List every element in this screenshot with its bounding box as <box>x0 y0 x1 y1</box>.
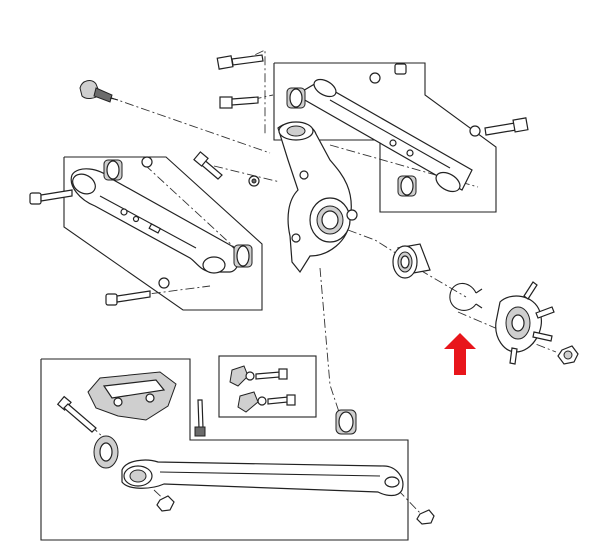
knuckle-small-nut <box>248 175 260 187</box>
red-up-arrow-icon <box>444 333 476 375</box>
lower-front-arm-nuts <box>141 156 170 289</box>
upper-arm-bushing-left <box>286 87 306 109</box>
lower-front-arm <box>70 168 239 274</box>
lower-left-bolt <box>29 189 73 205</box>
bracket-bolt-group-frame <box>218 355 317 418</box>
upper-control-arm <box>294 78 473 193</box>
wheel-hub <box>495 281 555 365</box>
lower-front-arm-group-frame <box>63 156 263 311</box>
upper-arm-nuts <box>369 63 481 137</box>
trailing-left-bolt <box>56 395 97 433</box>
hub-nut <box>557 345 579 365</box>
trailing-arm-nuts <box>156 495 435 525</box>
bracket-group-parts <box>229 365 296 413</box>
lower-bottom-bolt <box>105 290 151 306</box>
top-bolt <box>216 54 264 70</box>
upper-left-bolt <box>219 96 259 109</box>
upper-arm-bushing-right <box>397 175 417 197</box>
vertical-bolt <box>194 399 206 437</box>
trailing-arm-bushing <box>335 409 357 435</box>
trailing-arm-group-frame <box>40 358 409 541</box>
circlip <box>449 282 483 311</box>
knuckle-bolt <box>193 151 223 180</box>
steering-knuckle <box>277 121 358 274</box>
trailing-arm <box>93 435 404 497</box>
alignment-lines <box>41 49 557 516</box>
upper-arm-right-bolt <box>484 117 529 136</box>
sensor-stud <box>79 80 119 103</box>
trailing-arm-bracket <box>87 371 177 421</box>
wheel-bearing <box>392 243 431 279</box>
lower-front-arm-bushings <box>103 159 253 268</box>
